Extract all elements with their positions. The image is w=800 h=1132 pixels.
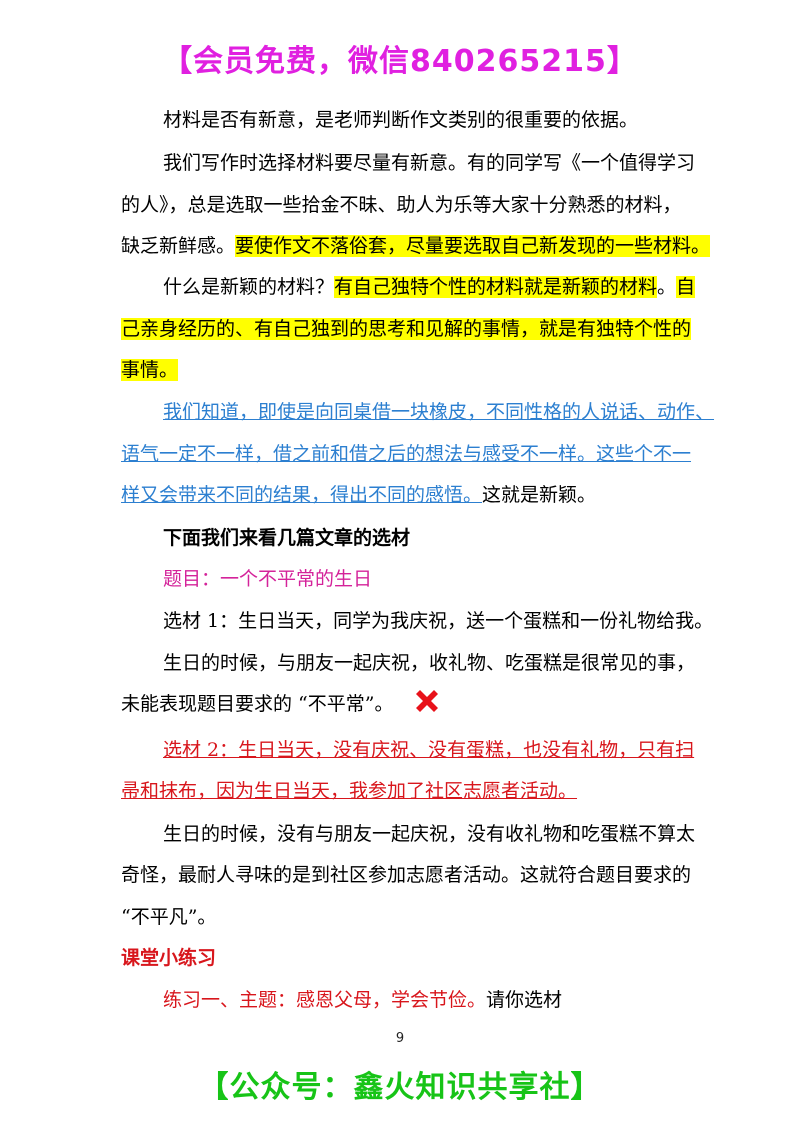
paragraph-line: 生日的时候，没有与朋友一起庆祝，没有收礼物和吃蛋糕不算太: [163, 823, 696, 845]
underlined-text: 我们知道，即使是向同桌借一块橡皮，不同性格的人说话、动作、: [163, 401, 715, 423]
highlighted-text: 事情。: [121, 359, 179, 381]
paragraph-line: 什么是新颖的材料？有自己独特个性的材料就是新颖的材料。自: [163, 273, 723, 301]
paragraph-line: 样又会带来不同的结果，得出不同的感悟。这就是新颖。: [121, 481, 681, 509]
text: 这就是新颖。: [482, 484, 597, 506]
underlined-text: 语气一定不一样，借之前和借之后的想法与感受不一样。这些个不一: [121, 443, 692, 465]
paragraph-line: 语气一定不一样，借之前和借之后的想法与感受不一样。这些个不一: [121, 440, 691, 468]
bottom-banner: 【公众号：鑫火知识共享社】: [198, 1070, 602, 1105]
highlighted-text: 自: [676, 276, 696, 298]
paragraph-line: 我们知道，即使是向同桌借一块橡皮，不同性格的人说话、动作、: [163, 398, 723, 426]
highlighted-text: 有自己独特个性的材料就是新颖的材料: [334, 276, 658, 298]
highlighted-text: 己亲身经历的、有自己独到的思考和见解的事情，就是有独特个性的: [121, 318, 692, 340]
text: 我们写作时选择材料要尽量有新意。有的同学写《一个值得学习: [163, 152, 696, 174]
topic-title: 题目：一个不平常的生日: [163, 568, 373, 590]
paragraph-line: 的人》，总是选取一些拾金不昧、助人为乐等大家十分熟悉的材料，: [121, 191, 682, 219]
section-heading: 下面我们来看几篇文章的选材: [163, 527, 411, 549]
text: 什么是新颖的材料？: [163, 276, 335, 298]
text: 的人》，总是选取一些拾金不昧、助人为乐等大家十分熟悉的材料，: [121, 194, 682, 216]
text: 材料是否有新意，是老师判断作文类别的很重要的依据。: [163, 109, 639, 131]
text: 。: [657, 276, 677, 298]
top-banner: 【会员免费，微信840265215】: [162, 44, 638, 79]
paragraph-line: 己亲身经历的、有自己独到的思考和见解的事情，就是有独特个性的: [121, 315, 692, 343]
paragraph-line: 未能表现题目要求的 “不平常”。: [121, 693, 394, 715]
option-2-line: 帚和抹布，因为生日当天，我参加了社区志愿者活动。: [121, 777, 681, 805]
paragraph-line: 材料是否有新意，是老师判断作文类别的很重要的依据。: [163, 106, 723, 134]
paragraph-line: 生日的时候，与朋友一起庆祝，收礼物、吃蛋糕是很常见的事，: [163, 652, 696, 674]
exercise-prompt: 练习一、主题：感恩父母，学会节俭。: [163, 989, 487, 1011]
text: 缺乏新鲜感。: [121, 235, 236, 257]
practice-heading: 课堂小练习: [121, 947, 217, 969]
underlined-text: 帚和抹布，因为生日当天，我参加了社区志愿者活动。: [121, 780, 578, 802]
underlined-text: 选材 2：生日当天，没有庆祝、没有蛋糕，也没有礼物，只有扫: [163, 739, 695, 761]
exercise-line: 练习一、主题：感恩父母，学会节俭。请你选材: [163, 986, 723, 1014]
highlighted-text: 要使作文不落俗套，尽量要选取自己新发现的一些材料。: [235, 235, 711, 257]
paragraph-line: 我们写作时选择材料要尽量有新意。有的同学写《一个值得学习: [163, 149, 723, 177]
option-1: 选材 1：生日当天，同学为我庆祝，送一个蛋糕和一份礼物给我。: [163, 610, 714, 632]
underlined-text: 样又会带来不同的结果，得出不同的感悟。: [121, 484, 483, 506]
option-2-line: 选材 2：生日当天，没有庆祝、没有蛋糕，也没有礼物，只有扫: [163, 736, 723, 764]
paragraph-line: 事情。: [121, 356, 681, 384]
paragraph-line: “不平凡”。: [121, 906, 217, 928]
red-cross-icon: [416, 690, 438, 712]
paragraph-line: 奇怪，最耐人寻味的是到社区参加志愿者活动。这就符合题目要求的: [121, 864, 692, 886]
page-number: 9: [395, 1031, 405, 1046]
text: 请你选材: [486, 989, 563, 1011]
paragraph-line: 缺乏新鲜感。要使作文不落俗套，尽量要选取自己新发现的一些材料。: [121, 232, 711, 260]
